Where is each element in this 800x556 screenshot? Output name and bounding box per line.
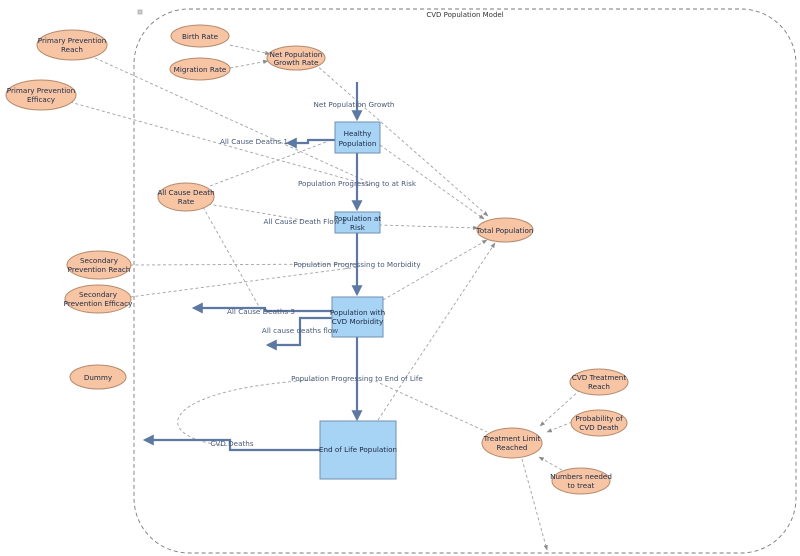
aux-migration-rate[interactable]: Migration Rate	[169, 57, 231, 81]
flow-label-all-cause-deaths-3[interactable]: All Cause Deaths 3	[227, 307, 295, 316]
aux-secondary-prevention-efficacy[interactable]: Secondary Prevention Efficacy	[64, 284, 134, 314]
aux-growth-rate-label-1: Net Population	[270, 50, 323, 59]
aux-treatment-limit-label-1: Treatment Limit	[483, 434, 541, 443]
stock-population-at-risk[interactable]: Population at Risk	[334, 211, 381, 234]
link-at-risk-to-total	[378, 224, 479, 231]
flow-label-net-population-growth[interactable]: Net Population Growth	[314, 100, 395, 109]
link-treatment-limit-out	[521, 458, 548, 551]
stock-end-of-life-label: End of Life Population	[319, 445, 397, 454]
flow-pipe-deaths-flow	[265, 316, 332, 351]
link-death-rate-to-deaths-1	[209, 141, 327, 187]
aux-prob-death-label-2: CVD Death	[579, 423, 619, 432]
aux-growth-rate-label-2: Growth Rate	[274, 58, 319, 67]
flow-label-progressing-to-at-risk[interactable]: Population Progressing to at Risk	[298, 179, 417, 188]
aux-death-rate-label-1: All Cause Death	[157, 188, 214, 197]
flow-pipe-deaths-3	[191, 302, 332, 314]
aux-total-population-label: Total Population	[476, 226, 534, 235]
flow-label-all-cause-deaths-1[interactable]: All Cause Deaths 1	[220, 137, 288, 146]
aux-dummy[interactable]: Dummy	[69, 364, 127, 390]
flow-label-all-cause-death-flow-2[interactable]: All Cause Death Flow 2	[264, 217, 347, 226]
link-probability-cvd-death	[546, 421, 573, 433]
aux-dummy-label: Dummy	[84, 373, 113, 382]
aux-migration-rate-label: Migration Rate	[174, 65, 227, 74]
stock-population-with-cvd-morbidity[interactable]: Population with CVD Morbidity	[330, 296, 385, 338]
link-cvd-morbidity-to-total	[382, 239, 488, 301]
aux-treatment-reach-label-1: CVD Treatment	[572, 373, 627, 382]
aux-net-population-growth-rate[interactable]: Net Population Growth Rate	[266, 45, 326, 71]
aux-pp-efficacy-label-1: Primary Prevention	[7, 86, 75, 95]
aux-pp-efficacy-label-2: Efficacy	[27, 95, 56, 104]
link-healthy-to-total	[379, 144, 485, 220]
stock-cvd-label-1: Population with	[330, 308, 385, 317]
aux-numbers-needed-label-1: Numbers needed	[550, 472, 612, 481]
stock-cvd-label-2: CVD Morbidity	[332, 317, 384, 326]
flow-pipes	[142, 82, 363, 452]
aux-pp-reach-label-2: Reach	[61, 45, 83, 54]
link-end-of-life-to-total	[377, 242, 496, 421]
stock-at-risk-label-1: Population at	[334, 214, 381, 223]
stock-at-risk-label-2: Risk	[350, 223, 366, 232]
aux-cvd-treatment-reach[interactable]: CVD Treatment Reach	[569, 368, 629, 396]
aux-treatment-reach-label-2: Reach	[588, 382, 610, 391]
drag-handle[interactable]	[137, 9, 143, 15]
stock-end-of-life-population[interactable]: End of Life Population	[319, 420, 397, 480]
flow-label-progressing-to-morbidity[interactable]: Population Progressing to Morbidity	[293, 260, 421, 269]
aux-secondary-prevention-reach[interactable]: Secondary Prevention Reach	[66, 250, 132, 280]
link-secondary-efficacy	[129, 266, 359, 298]
aux-all-cause-death-rate[interactable]: All Cause Death Rate	[157, 182, 215, 212]
link-death-rate-to-deaths-3	[202, 206, 263, 313]
aux-pp-reach-label-1: Primary Prevention	[38, 36, 106, 45]
stock-healthy-population[interactable]: Healthy Population	[334, 121, 381, 154]
aux-primary-prevention-reach[interactable]: Primary Prevention Reach	[36, 29, 108, 61]
link-treatment-reach	[539, 389, 581, 427]
link-numbers-needed	[538, 456, 563, 471]
aux-sp-reach-label-1: Secondary	[80, 256, 119, 265]
link-migration-rate-to-growth-rate	[229, 59, 269, 69]
link-progress-end-of-life-to-treatment	[374, 380, 488, 433]
link-primary-prevention-efficacy	[69, 101, 373, 187]
aux-probability-of-cvd-death[interactable]: Probability of CVD Death	[570, 409, 628, 437]
model-boundary	[133, 8, 797, 554]
flow-pipe-deaths-1	[285, 137, 335, 149]
aux-birth-rate-label: Birth Rate	[182, 32, 219, 41]
dependency-links	[69, 44, 581, 551]
aux-birth-rate[interactable]: Birth Rate	[170, 24, 230, 48]
stock-healthy-label-2: Population	[339, 139, 377, 148]
flow-label-all-cause-deaths-flow[interactable]: All cause deaths flow	[262, 326, 338, 335]
model-title: CVD Population Model	[426, 11, 503, 19]
link-primary-prevention-reach	[94, 57, 373, 185]
aux-total-population[interactable]: Total Population	[476, 217, 534, 243]
aux-sp-efficacy-label-1: Secondary	[79, 290, 118, 299]
aux-prob-death-label-1: Probability of	[575, 414, 623, 423]
flow-labels: Net Population Growth All Cause Deaths 1…	[210, 100, 423, 448]
aux-treatment-limit-label-2: Reached	[497, 443, 528, 452]
aux-sp-reach-label-2: Prevention Reach	[68, 265, 131, 274]
flow-pipe-cvd-deaths	[142, 434, 320, 452]
link-birth-rate-to-growth-rate	[229, 44, 271, 56]
aux-treatment-limit-reached[interactable]: Treatment Limit Reached	[481, 427, 543, 459]
link-death-rate-to-flow-2	[207, 203, 303, 221]
aux-numbers-needed-to-treat[interactable]: Numbers needed to treat	[550, 467, 612, 495]
flow-label-cvd-deaths[interactable]: CVD Deaths	[210, 439, 253, 448]
stock-healthy-label-1: Healthy	[344, 129, 373, 138]
aux-sp-efficacy-label-2: Prevention Efficacy	[64, 299, 134, 308]
aux-primary-prevention-efficacy[interactable]: Primary Prevention Efficacy	[5, 79, 77, 111]
aux-numbers-needed-label-2: to treat	[568, 481, 595, 490]
link-cvd-deaths-loop	[177, 379, 314, 447]
flow-label-progressing-to-end-of-life[interactable]: Population Progressing to End of Life	[291, 374, 423, 383]
aux-death-rate-label-2: Rate	[178, 197, 195, 206]
